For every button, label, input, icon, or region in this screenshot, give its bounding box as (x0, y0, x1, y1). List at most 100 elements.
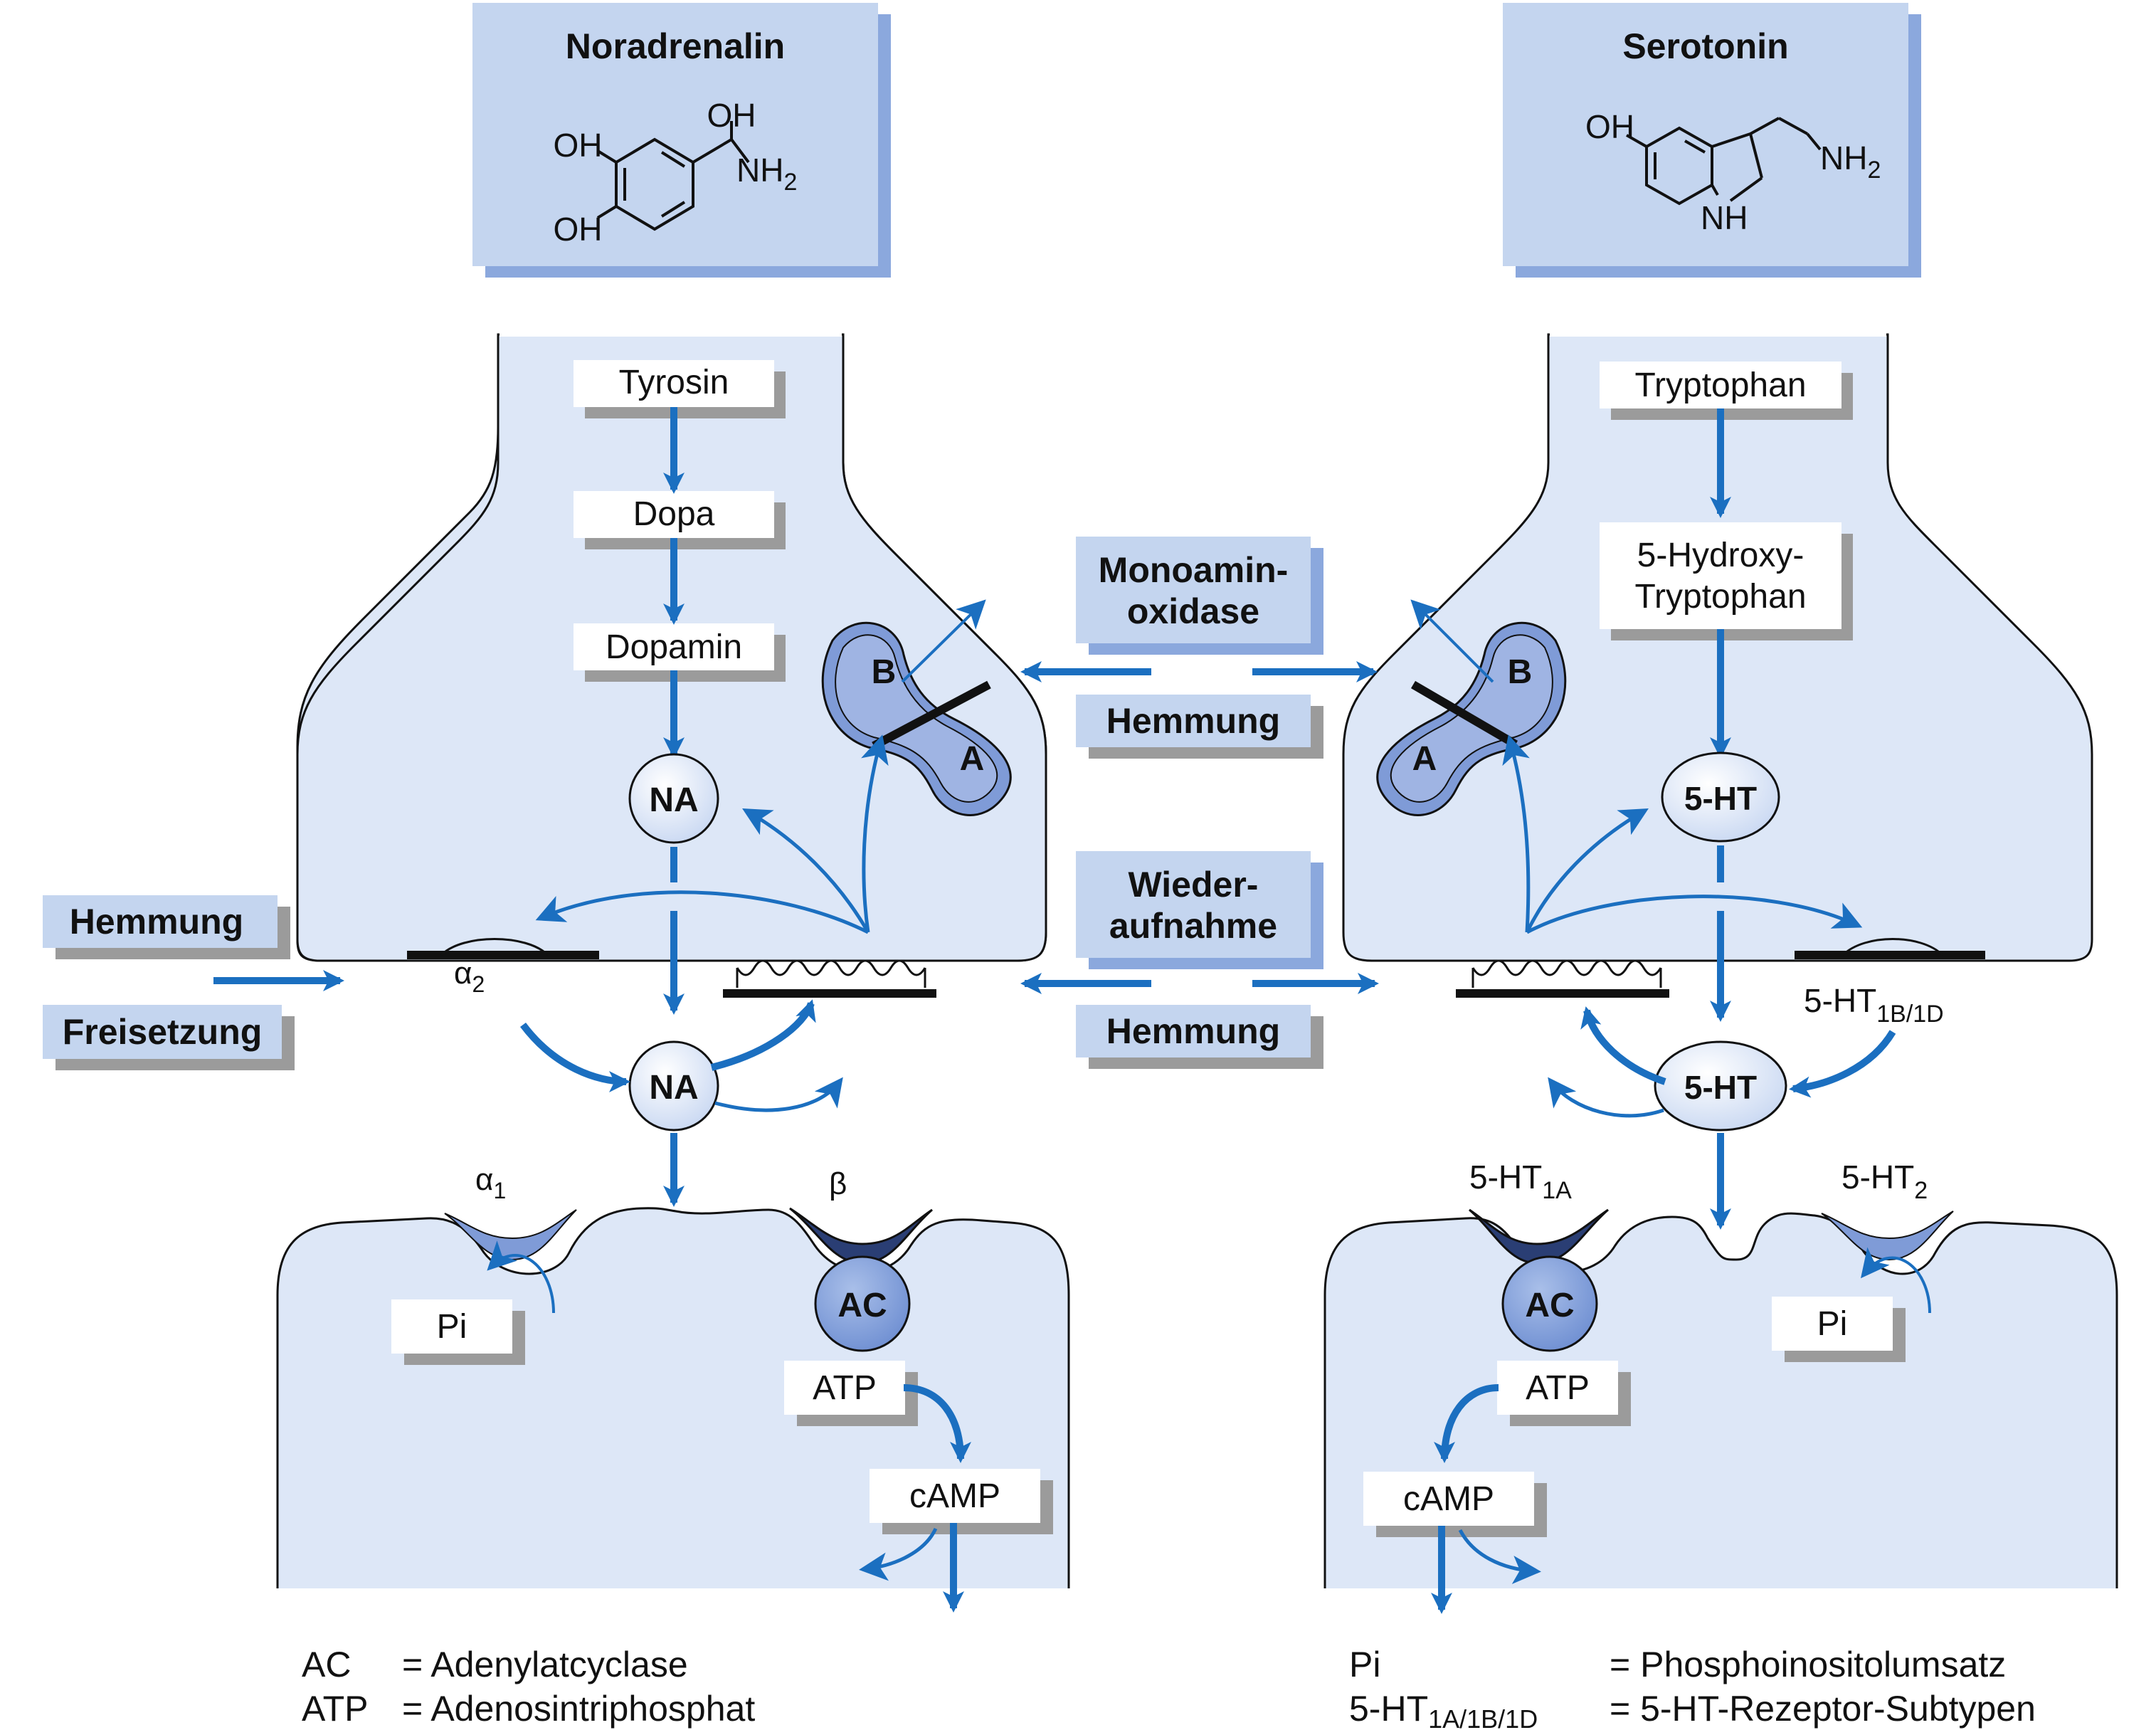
dopamin-label: Dopamin (606, 628, 742, 666)
mao-enzyme-left: B A (821, 599, 1012, 816)
legend-pi-def: = Phosphoinositolumsatz (1610, 1645, 2006, 1684)
camp-box-right: cAMP (1363, 1472, 1547, 1537)
5ht-diffusion-arrow (1548, 1077, 1664, 1118)
alpha1-pi-arrow (487, 1240, 555, 1314)
wieder-label-line2: aufnahme (1109, 906, 1277, 946)
ac-label: AC (837, 1287, 887, 1324)
atp-box-left: ATP (784, 1361, 918, 1426)
5ht-reuptake-arrow (1580, 1006, 1666, 1085)
reuptake-to-5ht-arrow (1525, 808, 1649, 934)
legend-ac-abbr: AC (302, 1645, 351, 1684)
freisetzung-label: Freisetzung (63, 1012, 263, 1052)
serotonin-header: Serotonin OH NH NH2 (1503, 3, 1921, 278)
beta-label: β (829, 1166, 847, 1201)
pi-box-right: Pi (1772, 1297, 1906, 1362)
legend-pi-abbr: Pi (1349, 1645, 1380, 1684)
hydroxy-label-line2: Tryptophan (1634, 578, 1806, 616)
atp-label: ATP (813, 1369, 877, 1407)
noradrenalin-structure (596, 121, 750, 231)
5ht2-label: 5-HT2 (1841, 1159, 1928, 1204)
serotonin-title: Serotonin (1622, 26, 1788, 66)
noradrenalin-title: Noradrenalin (566, 26, 785, 66)
na-diffusion-arrow (714, 1077, 843, 1112)
hemmung-mao-box: Hemmung (1076, 695, 1323, 759)
oh-label: OH (554, 127, 603, 164)
5ht2-pi-arrow (1860, 1247, 1931, 1314)
mao-label-line2: oxidase (1127, 591, 1259, 631)
mao-b-output-arrow (1410, 599, 1494, 683)
camp-side-arrow-right (1458, 1529, 1541, 1584)
tryptophan-box: Tryptophan (1600, 362, 1853, 420)
oh-label: OH (1585, 108, 1634, 145)
legend-5ht-def: = 5-HT-Rezeptor-Subtypen (1610, 1689, 2036, 1729)
na-vesicle-top: NA (628, 753, 719, 844)
5ht1b-feedback-arrow (1789, 1030, 1896, 1098)
hemmung-left-label: Hemmung (70, 902, 243, 942)
hemmung-left-box: Hemmung (43, 895, 290, 959)
mao-inhibition-cross (872, 680, 991, 750)
nh2-label: NH2 (1820, 139, 1881, 184)
atp-camp-arrow-right (1434, 1384, 1499, 1463)
noradrenalin-header: Noradrenalin OH OH OH NH2 (472, 3, 891, 278)
mao-enzyme-right: B A (1376, 599, 1567, 816)
pi-label: Pi (437, 1308, 467, 1346)
camp-label: cAMP (1403, 1480, 1494, 1518)
mao-label-line1: Monoamin- (1099, 550, 1289, 590)
ac-enzyme-left: AC (814, 1255, 911, 1352)
tryptophan-label: Tryptophan (1634, 366, 1806, 404)
legend-atp-def: = Adenosintriphosphat (402, 1689, 755, 1729)
mao-a-label: A (1412, 740, 1437, 778)
serotonin-structure (1626, 117, 1822, 206)
hydroxy-label-line1: 5-Hydroxy- (1637, 537, 1804, 574)
pi-box-left: Pi (391, 1299, 525, 1365)
freisetzung-box: Freisetzung (43, 1005, 295, 1070)
alpha2-feedback-arrow (520, 1022, 630, 1092)
5ht1a-receptor (1469, 1208, 1609, 1265)
reuptake-to-na-arrow (742, 808, 870, 934)
reuptake-to-alpha2-arrow (535, 890, 870, 934)
mao-b-output-arrow (901, 599, 986, 683)
alpha2-receptor (440, 938, 549, 956)
mao-a-label: A (960, 740, 985, 778)
camp-label: cAMP (909, 1477, 1000, 1515)
legend-atp-abbr: ATP (302, 1689, 369, 1729)
mao-inhibition-cross (1410, 680, 1518, 749)
hydroxytryptophan-box: 5-Hydroxy- Tryptophan (1600, 522, 1853, 640)
hemmung-mao-label: Hemmung (1106, 701, 1280, 741)
5ht1a-label: 5-HT1A (1469, 1159, 1572, 1204)
wieder-label-line1: Wieder- (1129, 865, 1259, 904)
reuptake-wave-left (736, 959, 926, 976)
wiederaufnahme-box: Wieder- aufnahme (1076, 851, 1323, 969)
5ht-cleft-label: 5-HT (1684, 1069, 1757, 1106)
hemmung-wieder-label: Hemmung (1106, 1011, 1280, 1051)
dopa-box: Dopa (574, 491, 786, 549)
na-cleft: NA (628, 1040, 719, 1132)
atp-label: ATP (1526, 1369, 1590, 1407)
nh-label: NH (1701, 199, 1748, 236)
legend-5ht-abbr: 5-HT1A/1B/1D (1349, 1689, 1538, 1730)
legend-ac-def: = Adenylatcyclase (402, 1645, 688, 1684)
legend: AC = Adenylatcyclase ATP = Adenosintriph… (302, 1645, 2036, 1730)
na-label: NA (649, 781, 698, 819)
tyrosin-box: Tyrosin (574, 360, 786, 418)
camp-side-arrow-left (859, 1527, 938, 1581)
nh2-label: NH2 (736, 152, 797, 196)
oh-label: OH (707, 97, 756, 134)
reuptake-to-mao-arrow (861, 734, 889, 933)
na-cleft-label: NA (649, 1069, 698, 1107)
reuptake-to-mao-arrow (1502, 734, 1531, 933)
mao-b-label: B (872, 653, 897, 691)
dopamin-box: Dopamin (574, 623, 786, 682)
alpha2-label: α2 (454, 956, 485, 997)
atp-box-right: ATP (1497, 1361, 1631, 1426)
5ht-cleft: 5-HT (1654, 1040, 1787, 1132)
monoaminoxidase-box: Monoamin- oxidase (1076, 537, 1323, 655)
5ht-label: 5-HT (1684, 780, 1757, 817)
alpha1-label: α1 (475, 1162, 506, 1203)
reuptake-to-5ht1b-arrow (1526, 895, 1863, 934)
hemmung-wieder-box: Hemmung (1076, 1005, 1323, 1069)
na-reuptake-arrow (710, 999, 816, 1071)
atp-camp-arrow-left (903, 1384, 971, 1463)
ac-enzyme-right: AC (1501, 1255, 1598, 1352)
oh-label: OH (554, 211, 603, 248)
